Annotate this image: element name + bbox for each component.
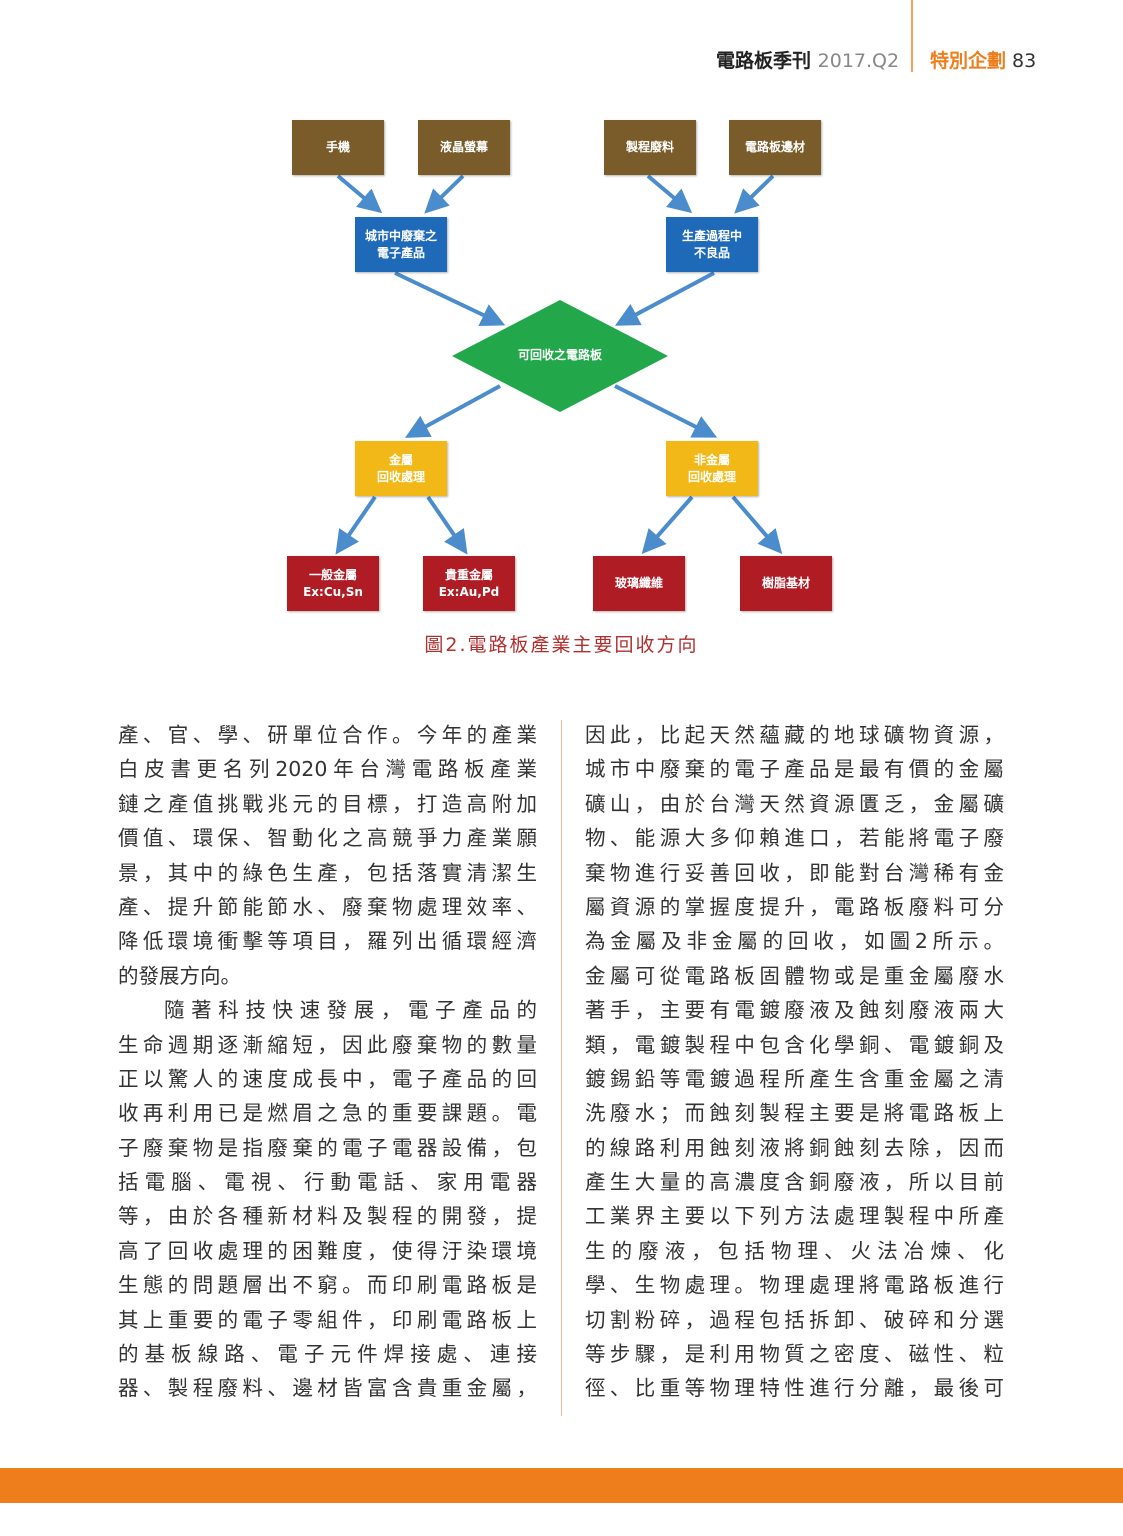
text-line: 括電腦、電視、行動電話、家用電器 xyxy=(118,1170,537,1195)
text-line: 生命週期逐漸縮短，因此廢棄物的數量 xyxy=(118,1032,537,1057)
arrow xyxy=(731,495,783,555)
node-urban-e-waste: 城市中廢棄之 電子產品 xyxy=(355,217,447,272)
arrow xyxy=(426,495,468,555)
text-line: 著手，主要有電鍍廢液及蝕刻廢液兩大 xyxy=(585,998,1004,1023)
node-defective-products: 生產過程中 不良品 xyxy=(666,217,758,272)
arrow xyxy=(641,495,694,554)
text-line: 鏈之產值挑戰兆元的目標，打造高附加 xyxy=(118,791,537,816)
body-column-right: 因此，比起天然蘊藏的地球礦物資源， 城市中廢棄的電子產品是最有價的金屬礦山，由於台… xyxy=(585,718,1004,1406)
text-line: 學、生物處理。物理處理將電路板進行 xyxy=(585,1273,1004,1298)
text-line: 收再利用已是燃眉之急的重要課題。電 xyxy=(118,1101,537,1126)
section-title: 特別企劃 xyxy=(930,50,1007,72)
column-divider xyxy=(561,720,562,1416)
text-line: 的線路利用蝕刻液將銅蝕刻去除，因而 xyxy=(585,1135,1004,1160)
text-line: 因此，比起天然蘊藏的地球礦物資源， xyxy=(585,723,1004,747)
text-line: 器、製程廢料、邊材皆富含貴重金屬， xyxy=(118,1376,537,1401)
text-line: 徑、比重等物理特性進行分離，最後可 xyxy=(585,1376,1004,1401)
text-line: 生的廢液，包括物理、火法冶煉、化 xyxy=(585,1238,1004,1263)
text-line: 的基板線路、電子元件焊接處、連接 xyxy=(118,1342,537,1367)
node-lcd-screen: 液晶螢幕 xyxy=(418,120,510,175)
text-line: 白皮書更名列2020年台灣電路板產業 xyxy=(118,757,537,782)
text-line: 產生大量的高濃度含銅廢液，所以目前 xyxy=(585,1170,1004,1195)
arrow xyxy=(404,384,501,438)
text-line: 切割粉碎，過程包括拆卸、破碎和分選 xyxy=(585,1307,1004,1332)
issue: 2017.Q2 xyxy=(817,50,900,72)
footer-bar xyxy=(0,1468,1123,1503)
node-metal-recycling: 金屬 回收處理 xyxy=(355,441,447,496)
node-process-scrap: 製程廢料 xyxy=(604,120,696,175)
arrow xyxy=(614,384,718,438)
text-line: 隨著科技快速發展，電子產品的 xyxy=(164,998,537,1023)
arrow xyxy=(336,174,383,214)
text-line: 工業界主要以下列方法處理製程中所產 xyxy=(585,1204,1004,1229)
text-line: 高了回收處理的困難度，使得汙染環境 xyxy=(118,1238,537,1263)
text-line: 等步驟，是利用物質之密度、磁性、粒 xyxy=(585,1342,1004,1367)
node-nonmetal-recycling: 非金屬 回收處理 xyxy=(666,441,758,496)
text-line: 洗廢水；而蝕刻製程主要是將電路板上 xyxy=(585,1101,1004,1126)
diagram-arrows xyxy=(335,174,783,555)
text-line: 為金屬及非金屬的回收，如圖2所示。 xyxy=(585,929,1004,954)
text-line: 產、提升節能節水、廢棄物處理效率、 xyxy=(118,894,537,919)
node-pcb-edge-material: 電路板邊材 xyxy=(729,120,821,175)
text-line: 產、官、學、研單位合作。今年的產業 xyxy=(118,723,537,747)
text-line: 的發展方向。 xyxy=(118,963,241,988)
text-line: 棄物進行妥善回收，即能對台灣稀有金 xyxy=(585,860,1004,885)
node-recyclable-pcb: 可回收之電路板 xyxy=(517,348,602,362)
text-line: 正以驚人的速度成長中，電子產品的回 xyxy=(118,1066,537,1091)
body-column-left: 產、官、學、研單位合作。今年的產業白皮書更名列2020年台灣電路板產業鏈之產值挑… xyxy=(118,718,537,1406)
magazine-title: 電路板季刊 xyxy=(716,50,812,72)
text-line: 物、能源大多仰賴進口，若能將電子廢 xyxy=(585,826,1004,851)
text-line: 生態的問題層出不窮。而印刷電路板是 xyxy=(118,1273,537,1298)
text-line: 降低環境衝擊等項目，羅列出循環經濟 xyxy=(118,929,537,954)
center-diamond xyxy=(452,300,668,412)
arrow xyxy=(614,271,715,326)
text-line: 金屬可從電路板固體物或是重金屬廢水 xyxy=(585,963,1004,988)
node-resin-substrate: 樹脂基材 xyxy=(740,556,832,611)
arrow xyxy=(335,495,377,555)
text-line: 等，由於各種新材料及製程的開發，提 xyxy=(118,1204,537,1229)
text-line: 子廢棄物是指廢棄的電子電器設備，包 xyxy=(118,1135,537,1160)
figure-caption: 圖2.電路板產業主要回收方向 xyxy=(424,634,699,656)
node-glass-fiber: 玻璃纖維 xyxy=(593,556,685,611)
arrow xyxy=(424,174,465,214)
running-header-magazine: 電路板季刊 2017.Q2 xyxy=(716,46,899,73)
node-precious-metals: 貴重金屬 Ex:Au,Pd xyxy=(423,556,515,611)
arrow xyxy=(394,271,506,326)
node-mobile-phone: 手機 xyxy=(292,120,384,175)
page-number: 83 xyxy=(1012,50,1037,72)
text-line: 其上重要的電子零組件，印刷電路板上 xyxy=(118,1307,537,1332)
text-line: 鍍錫鉛等電鍍過程所產生含重金屬之清 xyxy=(585,1066,1004,1091)
text-line: 礦山，由於台灣天然資源匱乏，金屬礦 xyxy=(585,791,1004,816)
text-line: 景，其中的綠色生產，包括落實清潔生 xyxy=(118,860,537,885)
arrow xyxy=(734,174,775,214)
text-line: 屬資源的掌握度提升，電路板廢料可分 xyxy=(585,894,1004,919)
text-line: 類，電鍍製程中包含化學銅、電鍍銅及 xyxy=(585,1032,1004,1057)
text-line: 城市中廢棄的電子產品是最有價的金屬 xyxy=(585,757,1004,782)
arrow xyxy=(646,174,693,214)
header-divider xyxy=(911,0,913,72)
text-line: 價值、環保、智動化之高競爭力產業願 xyxy=(118,826,537,851)
node-common-metals: 一般金屬 Ex:Cu,Sn xyxy=(287,556,379,611)
